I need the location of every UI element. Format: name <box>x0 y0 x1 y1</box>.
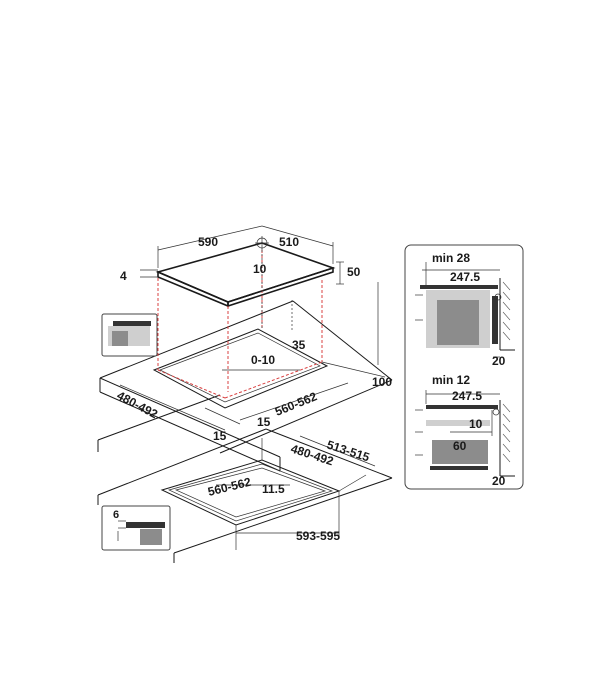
side-view-1 <box>415 262 515 358</box>
label-rear-offset: 100 <box>372 375 392 389</box>
label-height: 50 <box>347 265 361 279</box>
detail-inset-lower <box>101 505 171 551</box>
detail-inset-upper <box>101 313 158 357</box>
label-front-left: 15 <box>213 429 227 443</box>
label-side2-wall: 20 <box>492 474 506 488</box>
label-side1-depth: 247.5 <box>450 270 480 284</box>
label-inner-width: 560-562 <box>206 475 252 499</box>
label-gap: 0-10 <box>251 353 275 367</box>
label-side2-drawer: 60 <box>453 439 467 453</box>
label-inset-depth: 6 <box>113 509 119 521</box>
label-side1-wall: 20 <box>492 354 506 368</box>
label-outer-width: 593-595 <box>296 529 340 543</box>
hob-plate <box>155 236 336 308</box>
label-front-right: 15 <box>257 415 271 429</box>
dimension-lines-top <box>119 225 386 431</box>
label-center-mark: 10 <box>253 262 267 276</box>
countertop-upper <box>97 300 393 472</box>
label-cutout-depth: 480-492 <box>115 388 161 421</box>
label-edge: 11.5 <box>262 482 285 496</box>
label-side2-depth: 247.5 <box>452 389 482 403</box>
dimension-lines-flush <box>216 435 376 550</box>
label-side2-min: min 12 <box>432 373 470 387</box>
label-width: 590 <box>198 235 218 249</box>
label-side2-gap: 10 <box>469 417 483 431</box>
label-side1-min: min 28 <box>432 251 470 265</box>
label-thickness: 4 <box>120 269 127 283</box>
projection-lines <box>157 250 379 399</box>
label-clearance: 35 <box>292 338 306 352</box>
side-view-2 <box>415 390 515 477</box>
label-depth: 510 <box>279 235 299 249</box>
